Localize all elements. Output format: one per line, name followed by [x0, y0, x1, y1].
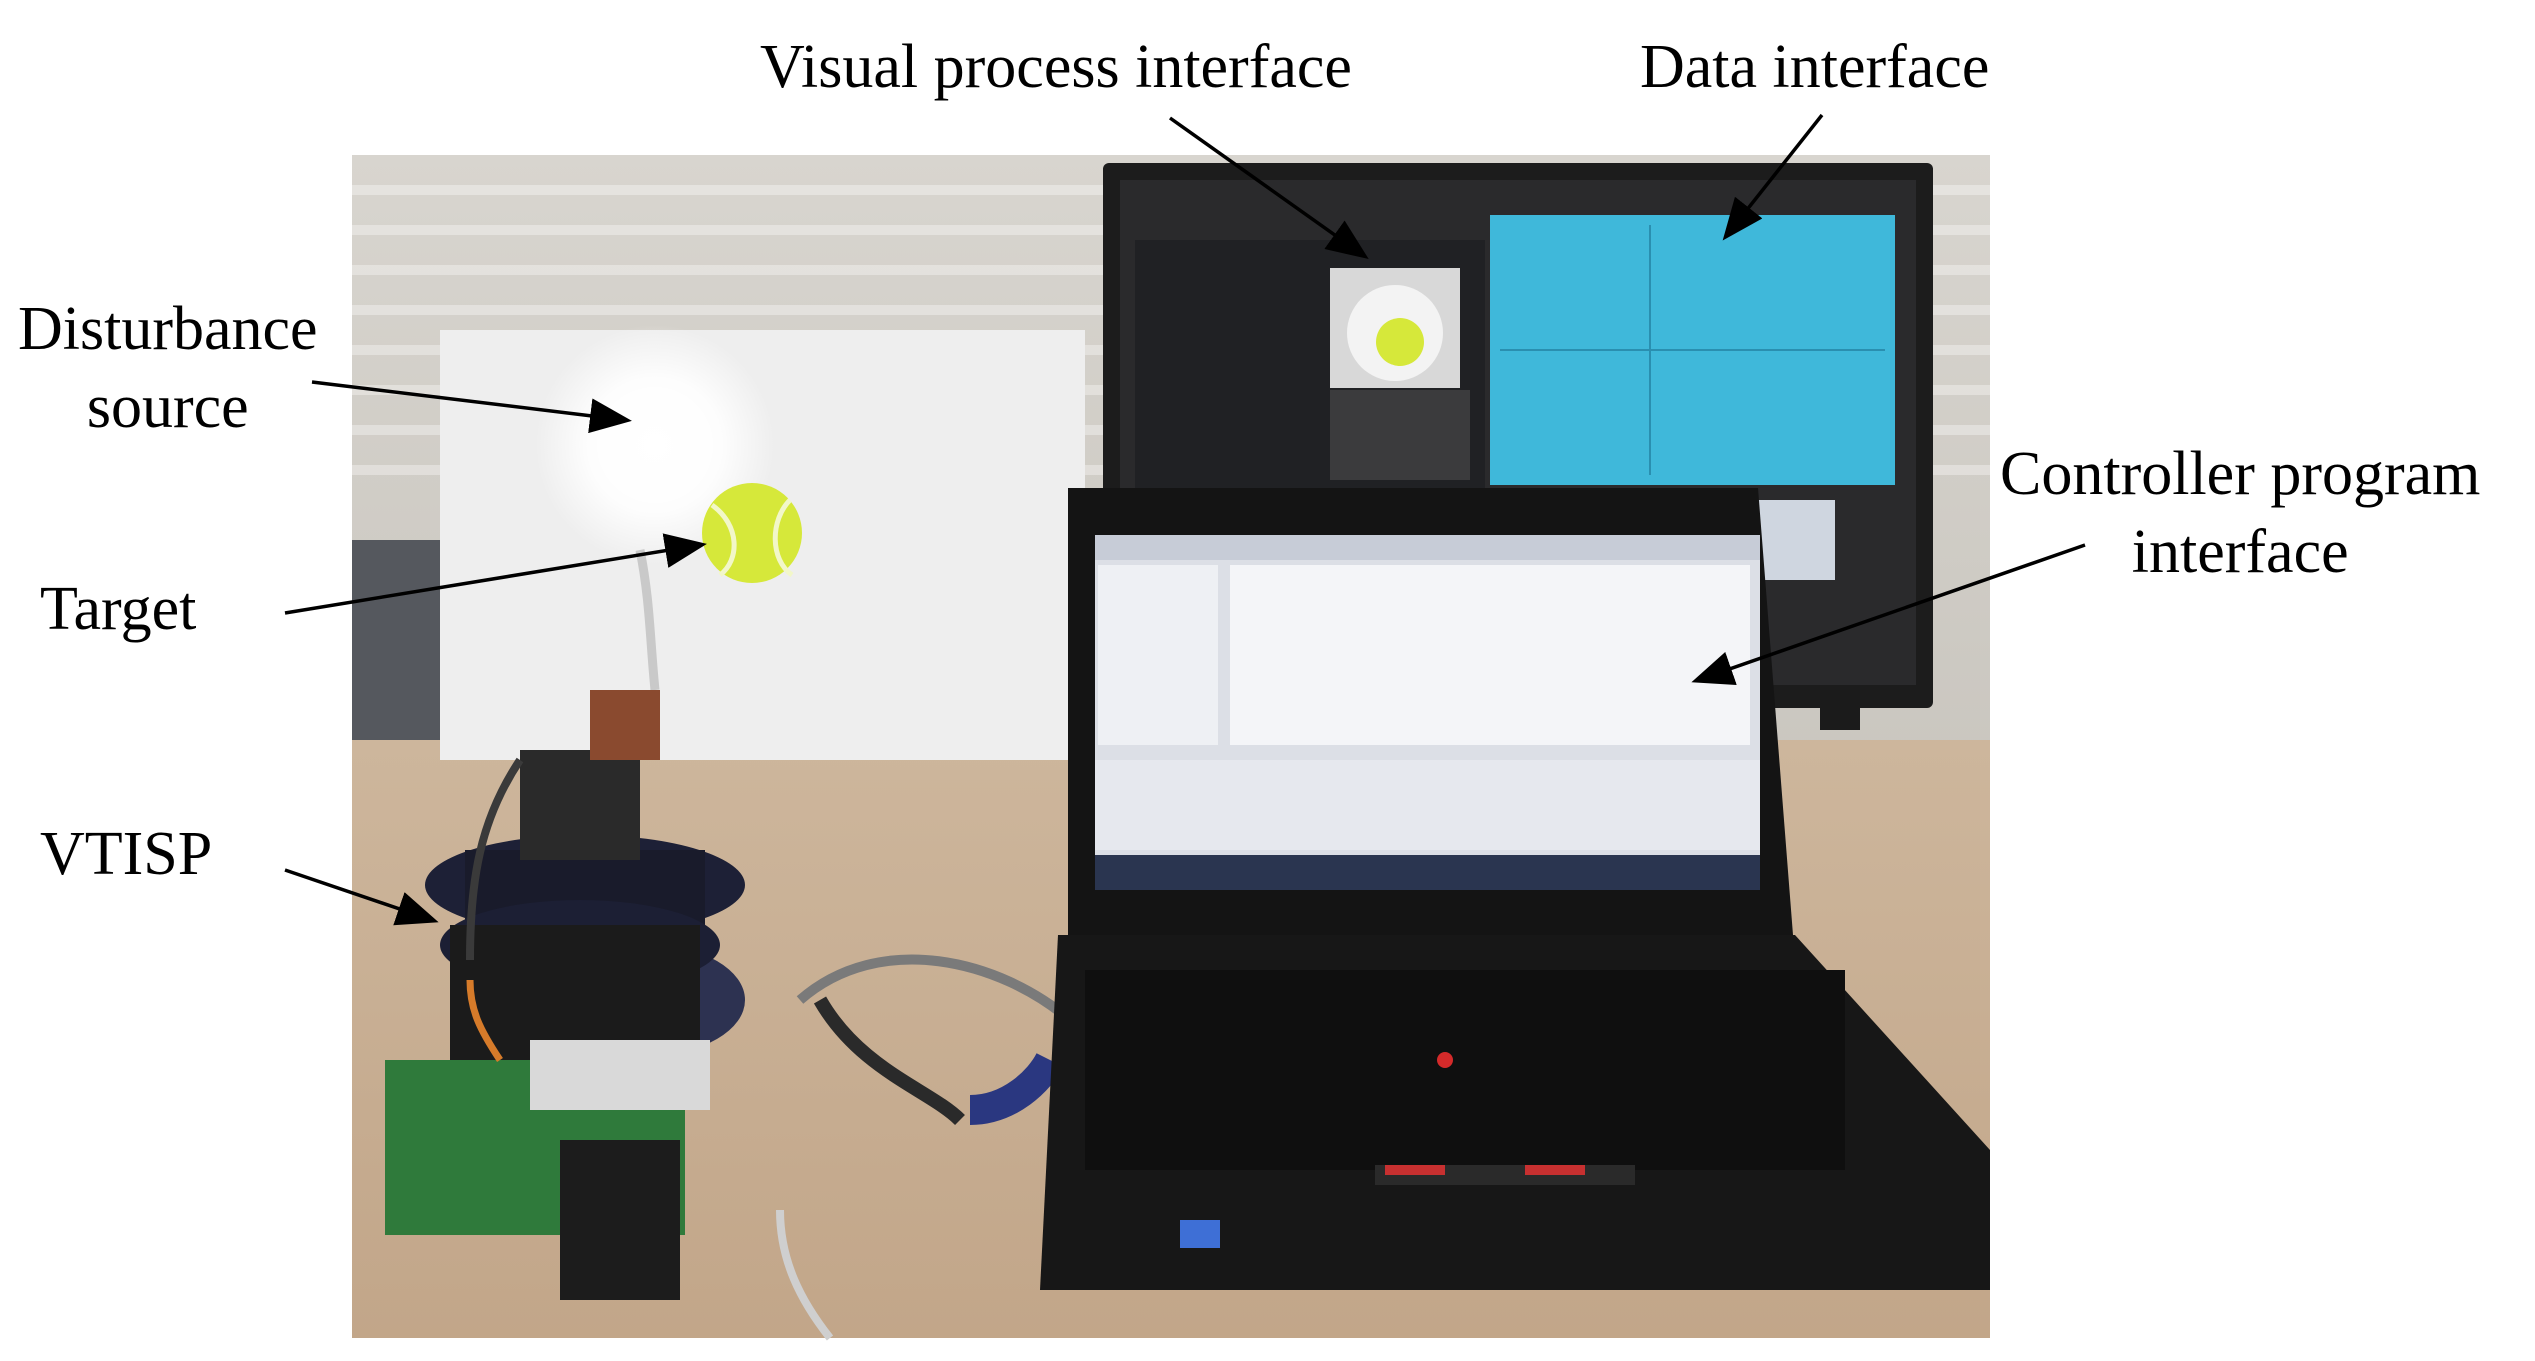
- photo: [352, 155, 1990, 1341]
- label-controller-line1: Controller program: [2000, 440, 2481, 508]
- label-visual-process-interface: Visual process interface: [760, 33, 1352, 101]
- label-disturbance-source: Disturbance source: [18, 290, 318, 446]
- label-disturbance-line1: Disturbance: [18, 295, 318, 363]
- arrow-disturbance-source: [311, 380, 632, 434]
- label-controller-line2: interface: [2131, 518, 2349, 586]
- label-controller-program-interface: Controller program interface: [2000, 435, 2480, 591]
- label-disturbance-line2: source: [86, 373, 249, 441]
- arrow-controller-program: [1691, 543, 2086, 685]
- label-data-interface: Data interface: [1640, 33, 1990, 101]
- arrow-visual-process: [1168, 116, 1369, 260]
- leader-arrows: [284, 113, 2086, 926]
- vtisp-robot: [385, 690, 745, 1300]
- lamp-cable: [635, 549, 660, 691]
- arrow-target: [284, 533, 707, 615]
- label-vtisp: VTISP: [40, 820, 213, 888]
- arrow-data-interface: [1722, 113, 1824, 241]
- arrow-vtisp: [284, 868, 439, 926]
- laptop: [1040, 488, 1990, 1290]
- label-target: Target: [40, 575, 197, 643]
